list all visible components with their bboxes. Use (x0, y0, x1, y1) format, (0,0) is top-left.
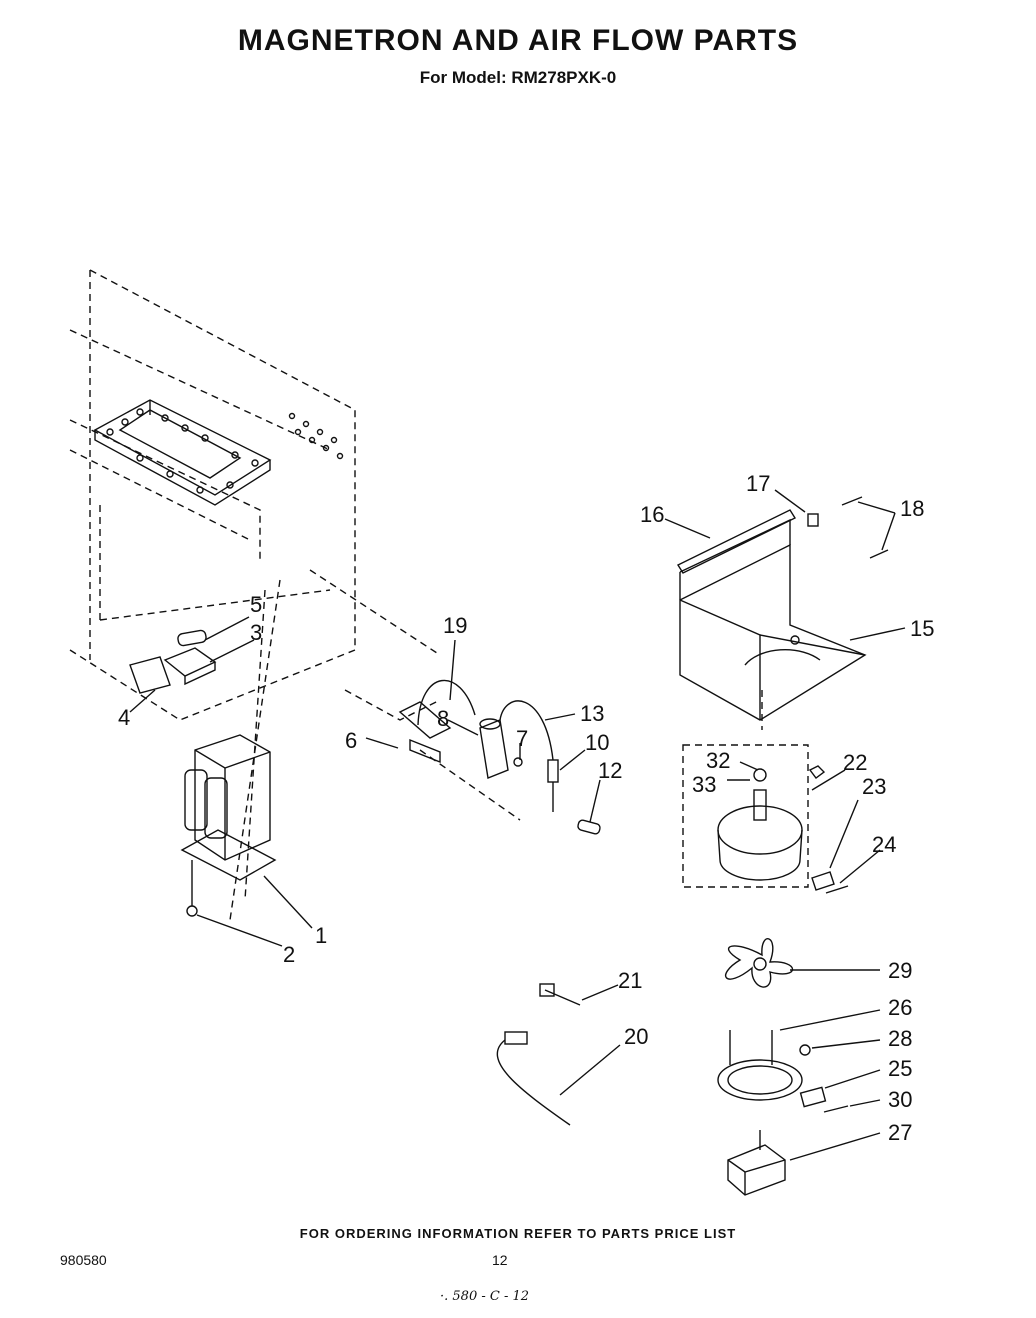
callout-13: 13 (580, 701, 604, 726)
page-number: 12 (492, 1252, 508, 1268)
document-number: 980580 (60, 1252, 107, 1268)
callout-6: 6 (345, 728, 357, 753)
magnetron (93, 399, 344, 506)
callout-3: 3 (250, 620, 262, 645)
callout-4: 4 (118, 705, 130, 730)
callout-21: 21 (618, 968, 642, 993)
callout-24: 24 (872, 832, 896, 857)
page-title: MAGNETRON AND AIR FLOW PARTS (237, 24, 799, 57)
handwritten-note: ·. 580 - C - 12 (440, 1289, 530, 1304)
callout-18: 18 (900, 496, 924, 521)
callout-7: 7 (516, 726, 528, 751)
callout-23: 23 (862, 774, 886, 799)
wire-harness (496, 983, 581, 1126)
callout-10: 10 (585, 730, 609, 755)
stirrer-motor (727, 1130, 786, 1196)
transformer (180, 734, 277, 917)
fan-blade (724, 938, 794, 988)
fuse-holder-assembly (129, 629, 217, 694)
callout-19: 19 (443, 613, 467, 638)
callout-labels: 1 2 3 4 5 6 7 8 10 12 13 15 16 17 18 19 … (118, 471, 934, 1145)
callout-30: 30 (888, 1087, 912, 1112)
callout-16: 16 (640, 502, 664, 527)
callout-1: 1 (315, 923, 327, 948)
callout-28: 28 (888, 1026, 912, 1051)
callout-25: 25 (888, 1056, 912, 1081)
callout-26: 26 (888, 995, 912, 1020)
callout-20: 20 (624, 1024, 648, 1049)
model-subtitle: For Model: RM278PXK-0 (419, 68, 617, 87)
callout-22: 22 (843, 750, 867, 775)
callout-33: 33 (692, 772, 716, 797)
callout-12: 12 (598, 758, 622, 783)
callout-5: 5 (250, 592, 262, 617)
callout-27: 27 (888, 1120, 912, 1145)
capacitor-assembly (398, 679, 601, 835)
cabinet-outline (69, 269, 763, 921)
fan-shroud (717, 1030, 849, 1113)
air-guide (676, 496, 889, 721)
ordering-note: FOR ORDERING INFORMATION REFER TO PARTS … (299, 1226, 737, 1241)
callout-29: 29 (888, 958, 912, 983)
fan-motor (717, 765, 849, 894)
callout-8: 8 (437, 706, 449, 731)
leader-lines (129, 489, 906, 1161)
callout-17: 17 (746, 471, 770, 496)
motor-assembly-group (682, 744, 809, 888)
callout-32: 32 (706, 748, 730, 773)
callout-2: 2 (283, 942, 295, 967)
callout-15: 15 (910, 616, 934, 641)
